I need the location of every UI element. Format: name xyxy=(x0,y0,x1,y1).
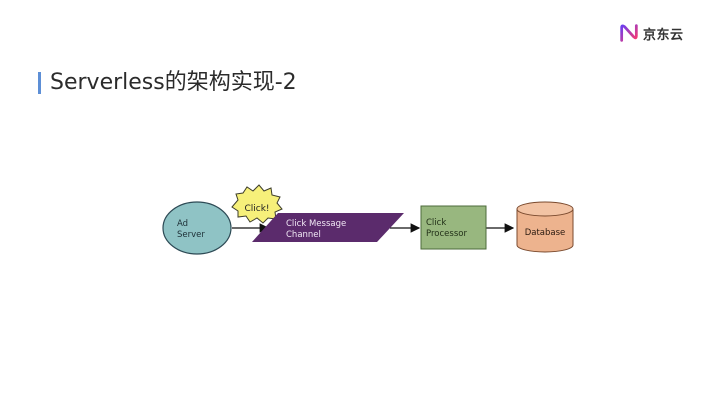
message-channel-label-line2: Channel xyxy=(286,230,321,240)
click-processor-label-line2: Processor xyxy=(426,229,467,239)
click-burst-node: Click! xyxy=(231,184,283,224)
click-processor-label-line1: Click xyxy=(426,218,446,228)
message-channel-label-line1: Click Message xyxy=(286,219,346,229)
jdcloud-logo-icon xyxy=(620,24,638,42)
brand-name: 京东云 xyxy=(643,27,684,43)
title-accent-bar xyxy=(38,72,41,94)
slide-title: Serverless的架构实现-2 xyxy=(50,70,297,95)
click-processor-node: Click Processor xyxy=(420,205,487,250)
ad-server-label-line2: Server xyxy=(177,230,205,240)
database-label: Database xyxy=(525,228,566,238)
message-channel-node: Click Message Channel xyxy=(252,213,404,242)
ad-server-label-line1: Ad xyxy=(177,219,188,229)
brand-logo: 京东云 xyxy=(618,21,684,45)
database-node: Database xyxy=(516,201,574,253)
ad-server-node: Ad Server xyxy=(162,201,232,255)
click-burst-label: Click! xyxy=(244,204,269,214)
